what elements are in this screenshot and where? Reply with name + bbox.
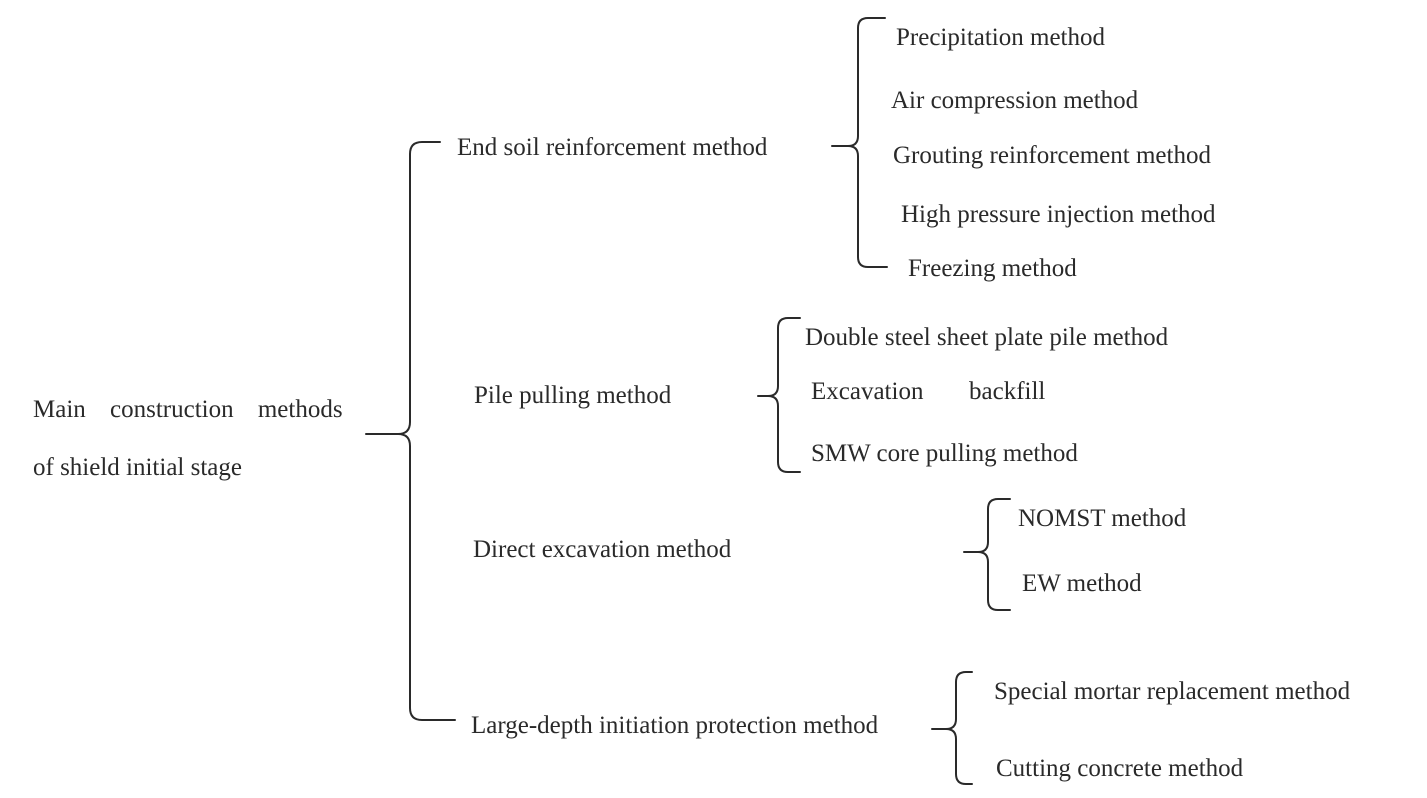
category-end-soil-reinforcement: End soil reinforcement method bbox=[457, 134, 768, 161]
root-label-line2: of shield initial stage bbox=[33, 454, 242, 481]
method-backfill: backfill bbox=[969, 378, 1046, 405]
method-double-steel-sheet-plate-pile: Double steel sheet plate pile method bbox=[805, 324, 1169, 351]
end-soil-brace bbox=[831, 17, 888, 268]
category-direct-excavation: Direct excavation method bbox=[473, 536, 732, 563]
method-cutting-concrete: Cutting concrete method bbox=[996, 755, 1244, 782]
method-air-compression: Air compression method bbox=[891, 87, 1139, 114]
method-special-mortar-replacement: Special mortar replacement method bbox=[994, 678, 1351, 705]
root-label-line1: Main construction methods bbox=[33, 396, 343, 423]
method-excavation: Excavation bbox=[811, 378, 924, 405]
method-high-pressure-injection: High pressure injection method bbox=[901, 201, 1216, 228]
method-grouting-reinforcement: Grouting reinforcement method bbox=[893, 142, 1211, 169]
large-depth-brace bbox=[931, 671, 973, 785]
category-pile-pulling: Pile pulling method bbox=[474, 382, 672, 409]
method-smw-core-pulling: SMW core pulling method bbox=[811, 440, 1078, 467]
method-ew: EW method bbox=[1022, 570, 1142, 597]
direct-excavation-brace bbox=[963, 498, 1011, 611]
root-brace bbox=[365, 141, 456, 721]
method-precipitation: Precipitation method bbox=[896, 24, 1105, 51]
method-nomst: NOMST method bbox=[1018, 505, 1187, 532]
pile-pulling-brace bbox=[757, 317, 801, 473]
category-large-depth-initiation-protection: Large-depth initiation protection method bbox=[471, 712, 879, 739]
method-freezing: Freezing method bbox=[908, 255, 1077, 282]
